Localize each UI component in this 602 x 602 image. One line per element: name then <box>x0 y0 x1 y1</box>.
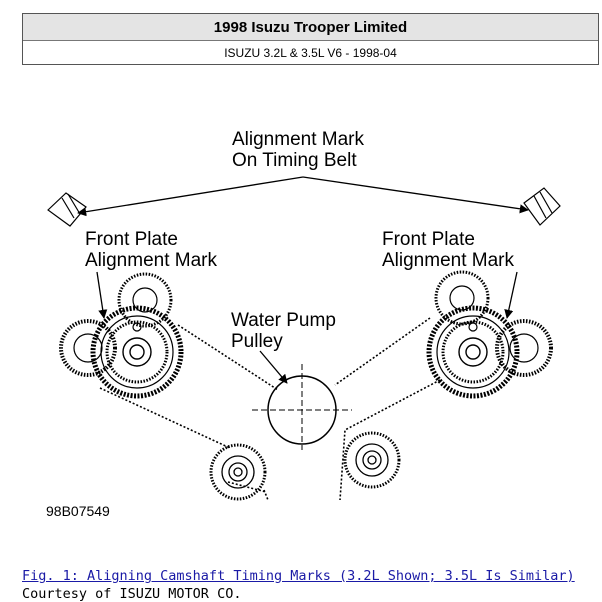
left-camshaft-sprocket <box>59 272 184 399</box>
right-belt-mark-icon <box>523 187 561 226</box>
arrow-left-plate-mark <box>96 271 108 319</box>
label-water-pump-2: Pulley <box>231 331 283 352</box>
left-idler-pulley <box>209 443 267 501</box>
label-alignment-mark-1: Alignment Mark <box>232 129 364 150</box>
arrow-right-belt-mark <box>302 176 529 214</box>
label-alignment-mark-2: On Timing Belt <box>232 150 357 171</box>
label-left-front-plate-2: Alignment Mark <box>85 250 217 271</box>
label-right-front-plate-2: Alignment Mark <box>382 250 514 271</box>
document-title: 1998 Isuzu Trooper Limited <box>23 14 598 41</box>
right-idler-pulley <box>343 431 401 489</box>
figure-courtesy: Courtesy of ISUZU MOTOR CO. <box>22 586 242 602</box>
label-left-front-plate-1: Front Plate <box>85 229 178 250</box>
left-belt-mark-icon <box>47 192 87 227</box>
arrow-water-pump <box>259 350 288 384</box>
figure-id: 98B07549 <box>46 503 110 519</box>
arrow-left-belt-mark <box>77 176 304 217</box>
right-camshaft-sprocket <box>426 270 553 399</box>
water-pump-pulley <box>252 364 352 450</box>
label-water-pump-1: Water Pump <box>231 310 336 331</box>
document-header: 1998 Isuzu Trooper Limited ISUZU 3.2L & … <box>22 13 599 65</box>
timing-belt-diagram: Alignment Mark On Timing Belt Front Plat… <box>46 129 561 519</box>
document-subtitle: ISUZU 3.2L & 3.5L V6 - 1998-04 <box>224 46 397 60</box>
figure-caption-link[interactable]: Fig. 1: Aligning Camshaft Timing Marks (… <box>22 568 575 584</box>
label-right-front-plate-1: Front Plate <box>382 229 475 250</box>
arrow-right-plate-mark <box>504 271 518 319</box>
